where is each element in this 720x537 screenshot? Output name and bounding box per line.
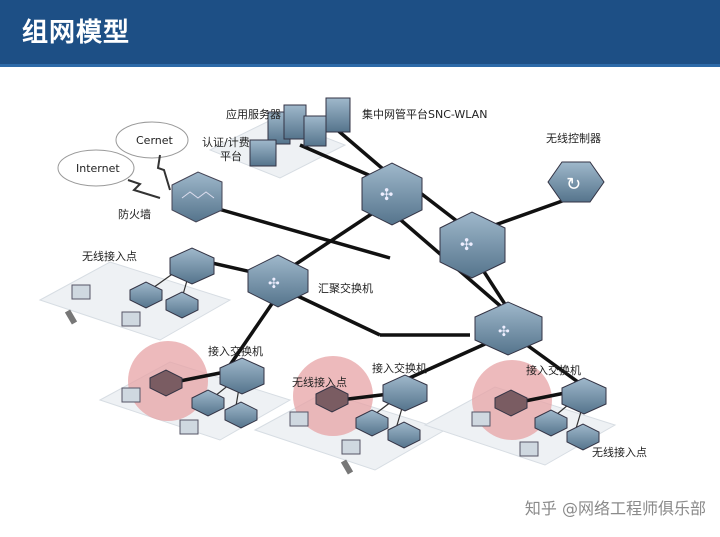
nms-label: 集中网管平台SNC-WLAN [362,107,487,121]
access-switch-mid-label: 接入交换机 [372,361,427,375]
access-point-icons [129,281,600,451]
internet-label: Internet [76,162,120,175]
svg-text:✣: ✣ [268,276,280,292]
core-switch-2-icon: ✣ [439,211,506,279]
title-underline [0,64,720,67]
page-title: 组网模型 [22,18,131,48]
aggregation-switch-label: 汇聚交换机 [318,281,373,295]
wireless-ap-top-label: 无线接入点 [82,249,137,263]
wireless-controller-label: 无线控制器 [546,131,601,145]
title-bar: 组网模型 [0,0,720,64]
cernet-cloud: Cernet [115,121,189,159]
wireless-controller-icon: ↻ [547,161,605,203]
cernet-label: Cernet [136,134,174,147]
firewall-label: 防火墙 [118,207,151,221]
auth-label-line2: 平台 [220,149,242,163]
app-server-label: 应用服务器 [226,107,281,121]
access-switch-left-label: 接入交换机 [208,344,263,358]
access-switch-right-label: 接入交换机 [526,363,581,377]
switch-arrows-icon: ✣ [460,235,473,254]
switch-arrows-icon: ✣ [380,185,393,204]
aggregation-switch-icon: ✣ [247,254,309,308]
wan-lightning-icon [127,179,161,199]
core-switch-icon: ✣ [361,162,423,226]
watermark: 知乎 @网络工程师俱乐部 [524,499,706,518]
wireless-ap-mid-label: 无线接入点 [292,375,347,389]
network-diagram: Cernet Internet 防火墙 应用服务器 集中网管平台SNC-WLAN… [38,97,647,475]
firewall-icon [171,171,223,223]
aggregation-switch-2-icon: ✣ [474,301,543,356]
svg-text:↻: ↻ [566,174,581,195]
server-rack-icon [249,97,351,167]
laptop-icons [71,284,539,457]
auth-label-line1: 认证/计费 [202,136,250,149]
pda-icons [64,309,354,475]
access-switch-icons [169,247,607,415]
internet-cloud: Internet [57,149,135,187]
wireless-ap-bottom-label: 无线接入点 [592,445,647,459]
svg-text:✣: ✣ [498,324,510,340]
wan-lightning-icon [156,154,171,191]
